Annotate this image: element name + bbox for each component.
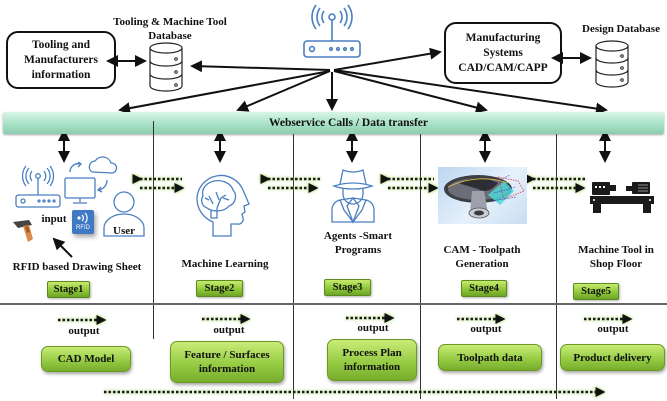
- divider: [420, 134, 421, 399]
- database-icon: [149, 42, 183, 92]
- tooling-line3: information: [31, 68, 91, 81]
- stage4-output-label: output: [470, 323, 502, 335]
- stage2-output-label: output: [213, 324, 245, 336]
- manufacturing-line2: Systems: [483, 46, 523, 59]
- arrow-hub-tooling-db: [190, 60, 331, 73]
- stage3-output-label: output: [357, 322, 389, 334]
- stage1-title: RFID based Drawing Sheet: [12, 261, 142, 273]
- database-icon: [595, 40, 629, 88]
- rfid-label: RFID: [76, 225, 90, 231]
- webservice-band: Webservice Calls / Data transfer: [3, 112, 664, 134]
- wifi-router-icon: [303, 4, 361, 58]
- arrow-hub-s2: [236, 70, 331, 112]
- stage4-badge: Stage4: [461, 280, 507, 297]
- row-divider: [0, 303, 667, 305]
- barcode-scanner-icon: [13, 220, 33, 242]
- lathe-machine-icon: [590, 182, 654, 213]
- manufacturing-line1: Manufacturing: [465, 31, 541, 44]
- arrow-hub-s5: [333, 69, 608, 115]
- stage4-output: Toolpath data: [438, 344, 542, 371]
- stage2-title: Machine Learning: [181, 258, 269, 270]
- divider: [556, 134, 557, 399]
- stage3-badge: Stage3: [324, 279, 371, 296]
- stage4-title: CAM - Toolpath Generation: [443, 244, 521, 270]
- stage5-output: Product delivery: [560, 344, 665, 371]
- impeller-toolpath-image: [438, 167, 527, 224]
- manufacturing-line3: CAD/CAM/CAPP: [458, 61, 548, 74]
- stage1-badge: Stage1: [47, 281, 90, 298]
- stage1-output: CAD Model: [41, 346, 131, 372]
- design-db-title: Design Database: [582, 23, 660, 35]
- arrow-input: [52, 237, 73, 258]
- stage2-output: Feature / Surfaces information: [170, 341, 284, 383]
- tooling-line2: Manufacturers: [24, 53, 98, 66]
- arrow-hub-s1: [118, 70, 331, 115]
- arrow-hub-s4: [333, 70, 488, 114]
- tooling-db-title-line1: Tooling & Machine Tool: [113, 16, 227, 28]
- brain-head-icon: [196, 174, 250, 237]
- stage2-badge: Stage2: [196, 280, 243, 297]
- stage3-output: Process Plan information: [327, 339, 417, 381]
- computer-cloud-sync-icon: [64, 156, 118, 204]
- input-label: input: [41, 213, 67, 225]
- wifi-router-icon: [15, 165, 61, 208]
- rfid-icon: RFID: [72, 210, 94, 234]
- user-icon: [103, 191, 145, 237]
- stage3-title: Agents -Smart Programs: [323, 230, 393, 256]
- tooling-db-title-line2: Database: [148, 30, 192, 42]
- user-label: User: [113, 225, 135, 237]
- divider: [153, 121, 154, 339]
- stage1-output-label: output: [68, 325, 100, 337]
- stage5-title: Machine Tool in Shop Floor: [578, 244, 654, 270]
- agent-spy-icon: [331, 169, 375, 224]
- stage5-badge: Stage5: [573, 283, 619, 300]
- webservice-band-label: Webservice Calls / Data transfer: [268, 117, 429, 129]
- tooling-line1: Tooling and: [31, 38, 91, 51]
- arrow-hub-mfg: [333, 47, 442, 71]
- stage5-output-label: output: [597, 323, 629, 335]
- divider: [293, 134, 294, 399]
